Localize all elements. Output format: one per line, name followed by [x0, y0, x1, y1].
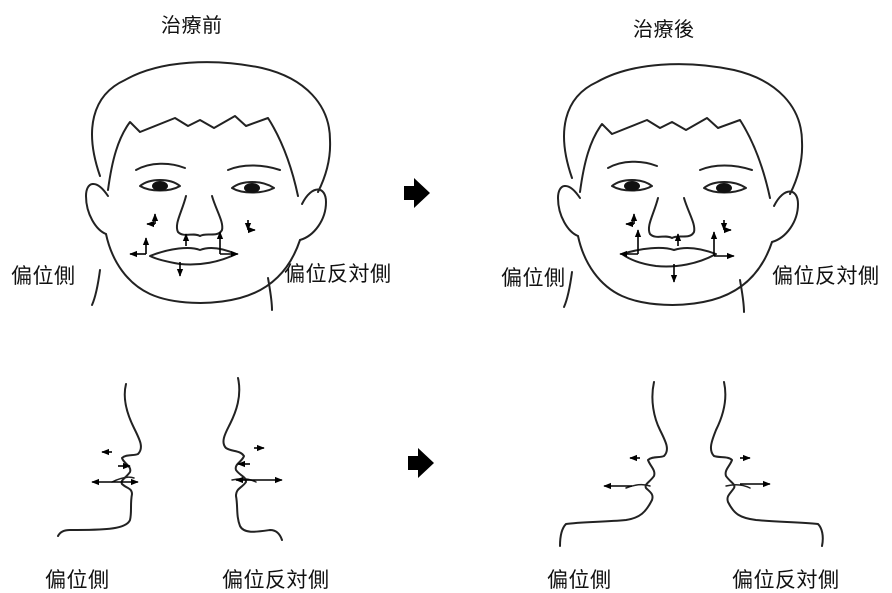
profile-before-deviated-side-label: 偏位側 — [45, 568, 110, 592]
transition-arrow-icon-top — [404, 178, 430, 208]
front-before-opposite-side-label: 偏位反対側 — [284, 262, 392, 286]
profile-faces-before — [57, 377, 283, 541]
profile-before-opposite-side-label: 偏位反対側 — [222, 568, 330, 592]
title-before-treatment: 治療前 — [161, 13, 223, 37]
front-face-after — [557, 63, 804, 313]
front-before-deviated-side-label: 偏位側 — [11, 264, 76, 288]
front-after-deviated-side-label: 偏位側 — [501, 266, 566, 290]
transition-arrow-icon-bottom — [408, 448, 434, 478]
profile-after-deviated-side-label: 偏位側 — [547, 568, 612, 592]
profile-after-opposite-side-label: 偏位反対側 — [732, 568, 840, 592]
profile-faces-after — [559, 381, 824, 547]
front-after-opposite-side-label: 偏位反対側 — [772, 264, 880, 288]
front-face-before — [85, 61, 332, 311]
title-after-treatment: 治療後 — [633, 17, 695, 41]
